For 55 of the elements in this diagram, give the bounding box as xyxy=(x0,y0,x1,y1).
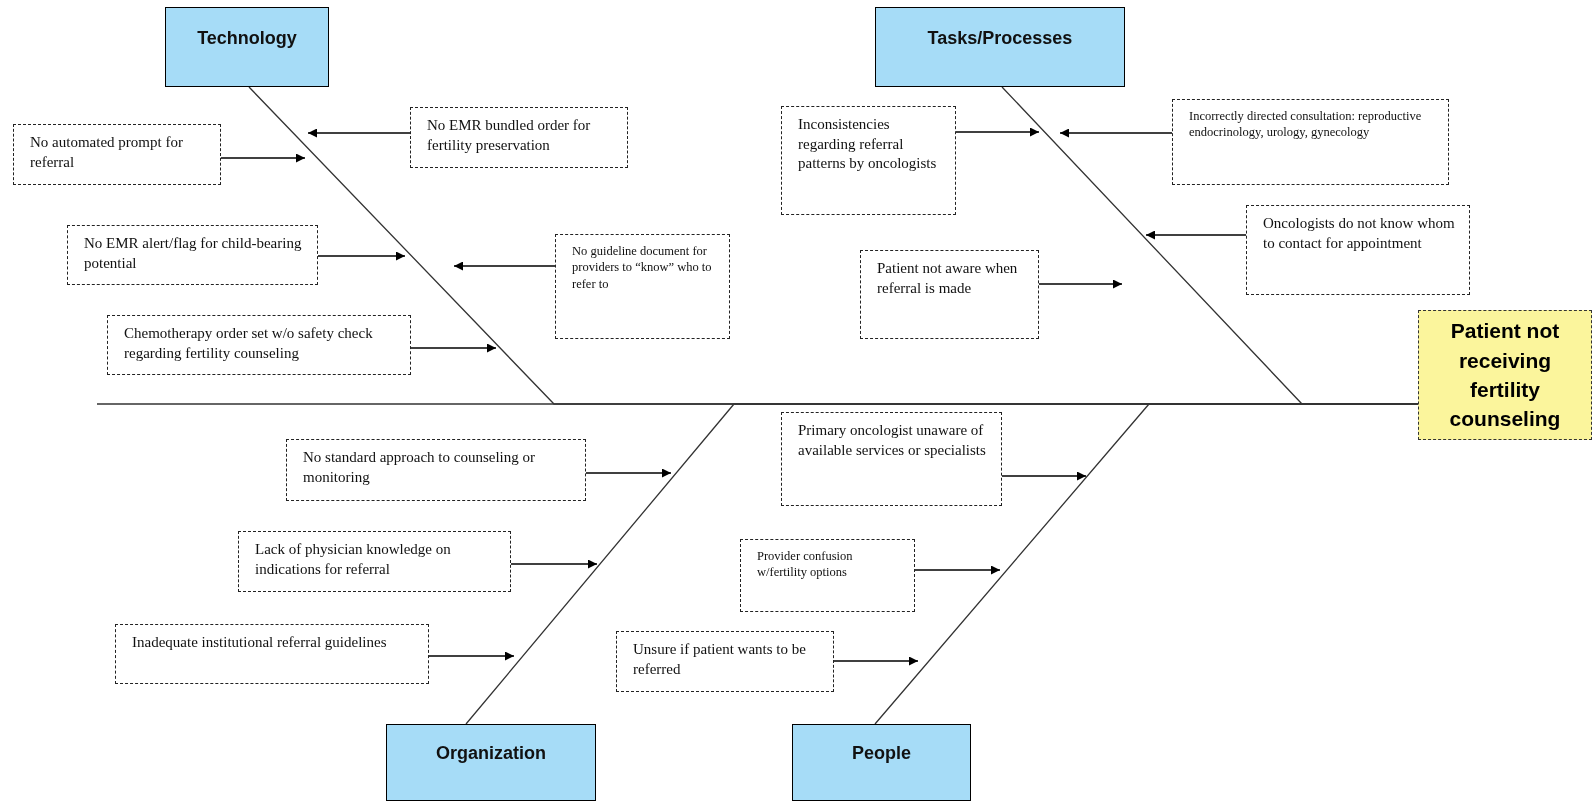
cause-text: Unsure if patient wants to be referred xyxy=(633,640,807,679)
cause-box xyxy=(616,631,834,692)
arrow xyxy=(585,468,672,478)
arrow xyxy=(1038,279,1123,289)
cause-text: Chemotherapy order set w/o safety check regarding fertility counseling xyxy=(124,324,374,363)
cause-text: Oncologists do not know whom to contact for appointment xyxy=(1263,214,1456,253)
effect-box xyxy=(1418,310,1592,440)
category-box xyxy=(386,724,596,801)
arrow xyxy=(1145,230,1247,240)
cause-text: Inadequate institutional referral guidelines xyxy=(132,633,388,652)
arrow xyxy=(833,656,919,666)
cause-box xyxy=(740,539,915,612)
cause-box xyxy=(1172,99,1449,185)
arrow xyxy=(1001,471,1087,481)
cause-text: No automated prompt for referral xyxy=(30,133,184,172)
cause-text: Inconsistencies regarding referral patterns by oncologists xyxy=(798,115,938,173)
cause-text: Provider confusion w/fertility options xyxy=(757,548,854,581)
cause-box xyxy=(107,315,411,375)
cause-box xyxy=(13,124,221,185)
arrow xyxy=(220,153,306,163)
arrow xyxy=(1059,128,1173,138)
cause-text: Primary oncologist unaware of available services or specialists xyxy=(798,421,987,460)
cause-box xyxy=(860,250,1039,339)
cause-text: No standard approach to counseling or monitoring xyxy=(303,448,537,487)
cause-text: No EMR alert/flag for child-bearing potential xyxy=(84,234,303,273)
effect-label: Patient not receiving fertility counseling xyxy=(1448,318,1562,433)
cause-box xyxy=(781,106,956,215)
arrow xyxy=(955,127,1040,137)
cause-box xyxy=(781,412,1002,506)
category-label: Technology xyxy=(197,28,297,49)
category-label: People xyxy=(852,743,911,764)
arrow xyxy=(510,559,598,569)
cause-box xyxy=(115,624,429,684)
arrow xyxy=(453,261,556,271)
cause-text: No EMR bundled order for fertility preservation xyxy=(427,116,592,155)
arrow xyxy=(914,565,1001,575)
arrow xyxy=(307,128,411,138)
arrow xyxy=(410,343,497,353)
cause-box xyxy=(1246,205,1470,295)
cause-text: No guideline document for providers to “know” who to refer to xyxy=(572,243,713,292)
arrow xyxy=(428,651,515,661)
cause-box xyxy=(67,225,318,285)
category-box xyxy=(792,724,971,801)
cause-text: Lack of physician knowledge on indications for referral xyxy=(255,540,452,579)
cause-box xyxy=(286,439,586,501)
cause-text: Incorrectly directed consultation: reproductive endocrinology, urology, gynecology xyxy=(1189,108,1423,141)
category-label: Tasks/Processes xyxy=(927,28,1073,49)
cause-box xyxy=(555,234,730,339)
cause-box xyxy=(238,531,511,592)
cause-box xyxy=(410,107,628,168)
cause-text: Patient not aware when referral is made xyxy=(877,259,1019,298)
category-box xyxy=(165,7,329,87)
arrow xyxy=(317,251,406,261)
category-box xyxy=(875,7,1125,87)
category-label: Organization xyxy=(436,743,546,764)
